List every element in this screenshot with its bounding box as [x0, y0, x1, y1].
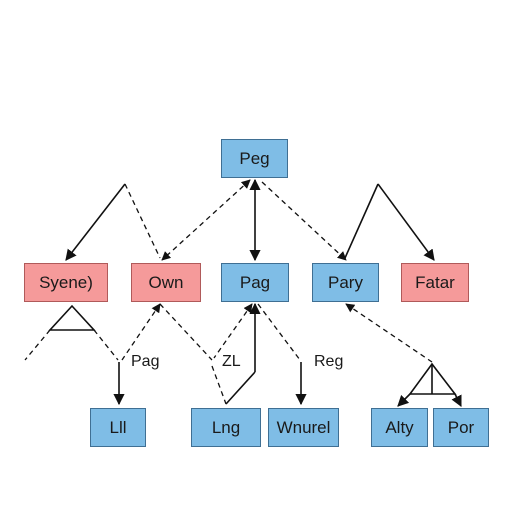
node-pary[interactable]: Pary — [312, 263, 379, 302]
edge-own-to-zl-label — [159, 303, 213, 361]
triangle-shape-left — [48, 304, 96, 331]
edge-zl-to-lng — [211, 365, 227, 405]
edge-root-to-own — [161, 179, 251, 261]
node-pag[interactable]: Pag — [221, 263, 289, 302]
edge-pag-to-zl — [213, 303, 253, 359]
edge-triangle-left-dash — [24, 329, 51, 361]
edge-triangle-to-por — [451, 393, 462, 408]
edge-own-to-pag-label — [121, 303, 161, 361]
edge-label-reg: Reg — [314, 353, 344, 370]
edge-pary-to-triangle — [345, 303, 433, 363]
node-own[interactable]: Own — [131, 263, 201, 302]
node-alty[interactable]: Alty — [371, 408, 428, 447]
edge-triangle-to-pag-label — [93, 329, 119, 361]
edge-peak-to-pary — [344, 183, 379, 259]
node-lng[interactable]: Lng — [191, 408, 261, 447]
edge-peak-to-fatar — [377, 183, 435, 261]
edge-peak-to-syene — [65, 183, 126, 261]
node-lll[interactable]: Lll — [90, 408, 146, 447]
edge-peak-to-own — [124, 183, 161, 259]
edge-pag-to-reg — [257, 303, 301, 361]
edge-label-pag: Pag — [131, 353, 160, 370]
edge-triangle-to-alty — [397, 393, 411, 407]
edge-label-zl: ZL — [222, 353, 241, 370]
node-fatar[interactable]: Fatar — [401, 263, 469, 302]
node-wnurel[interactable]: Wnurel — [268, 408, 339, 447]
node-por[interactable]: Por — [433, 408, 489, 447]
node-syene[interactable]: Syene) — [24, 263, 108, 302]
edge-root-to-pary — [261, 181, 347, 261]
node-root[interactable]: Peg — [221, 139, 288, 178]
edge-lng-stub — [225, 371, 256, 405]
